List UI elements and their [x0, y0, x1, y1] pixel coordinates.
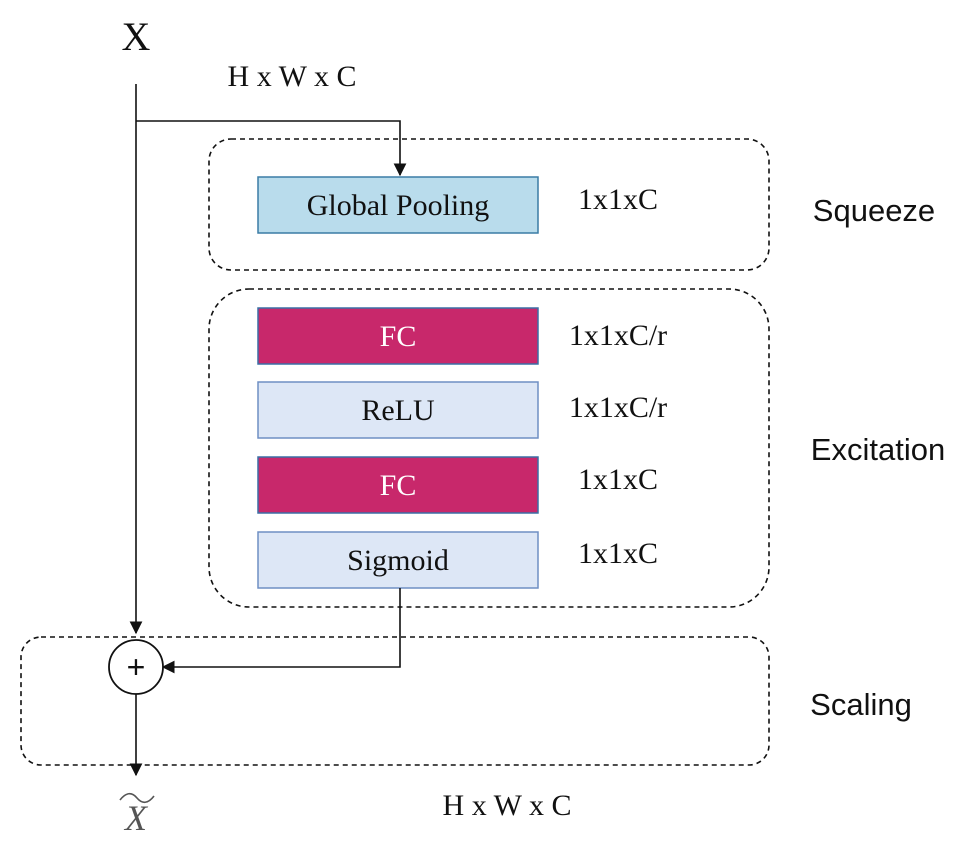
fc-1-label: FC — [380, 320, 417, 353]
output-shape-label: H x W x C — [443, 789, 572, 822]
sigmoid-label: Sigmoid — [347, 544, 449, 577]
global-pooling-box — [257, 176, 539, 234]
excitation-stage-label: Excitation — [811, 432, 945, 467]
scaling-stage-label: Scaling — [810, 687, 912, 722]
block-fc-1: FC — [257, 307, 539, 365]
fc-2-box — [257, 456, 539, 514]
relu-shape: 1x1xC/r — [569, 391, 667, 424]
sigmoid-box — [257, 531, 539, 589]
global-pooling-shape: 1x1xC — [578, 183, 658, 216]
scaling-stage-box — [20, 636, 770, 766]
fc-2-shape: 1x1xC — [578, 463, 658, 496]
squeeze-stage-label: Squeeze — [813, 193, 935, 228]
branch-to-pooling-arrow — [136, 120, 407, 177]
scale-operator: + — [108, 639, 164, 695]
block-sigmoid: Sigmoid — [257, 531, 539, 589]
relu-box — [257, 381, 539, 439]
scale-operator-symbol: + — [127, 649, 146, 685]
excitation-stage-box — [208, 288, 770, 608]
sigmoid-shape: 1x1xC — [578, 537, 658, 570]
input-shape-label: H x W x C — [228, 60, 357, 93]
block-fc-2: FC — [257, 456, 539, 514]
sigmoid-to-scale-arrow — [161, 588, 401, 674]
block-relu: ReLU — [257, 381, 539, 439]
fc-2-label: FC — [380, 469, 417, 502]
output-symbol: X — [123, 798, 149, 838]
squeeze-stage-box — [208, 138, 770, 271]
relu-label: ReLU — [361, 394, 435, 427]
block-global-pooling: Global Pooling — [257, 176, 539, 234]
output-tilde — [119, 792, 155, 804]
fc-1-box — [257, 307, 539, 365]
input-symbol: X — [122, 14, 151, 59]
global-pooling-label: Global Pooling — [307, 189, 490, 222]
fc-1-shape: 1x1xC/r — [569, 319, 667, 352]
